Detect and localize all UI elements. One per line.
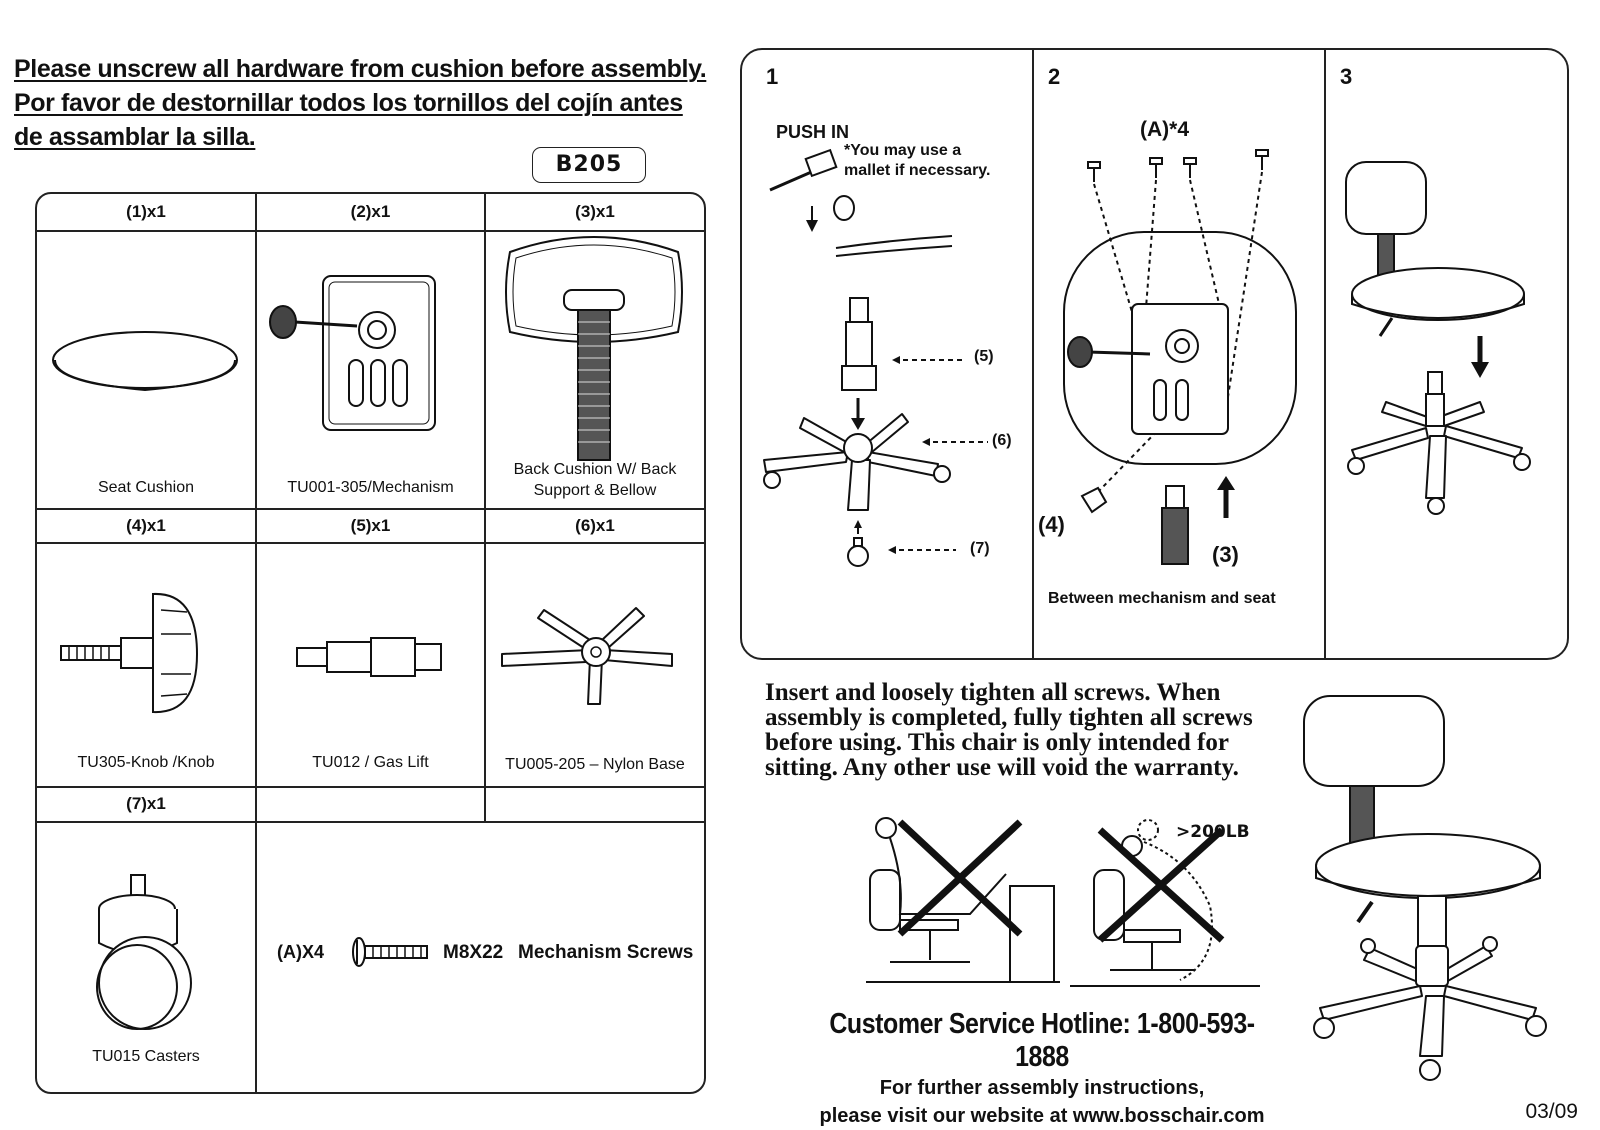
assembled-chair-illustration bbox=[1303, 695, 1547, 1081]
assembly-steps-panel: 1 PUSH IN *You may use a mallet if neces… bbox=[740, 48, 1569, 660]
nylon-base-drawing bbox=[501, 607, 673, 705]
part-qty-5: (5)x1 bbox=[350, 516, 391, 535]
mallet-note-1: *You may use a bbox=[844, 142, 962, 159]
part-label-2: TU001-305/Mechanism bbox=[287, 479, 454, 496]
step-2-drawing bbox=[1063, 149, 1297, 565]
part-label-1: Seat Cushion bbox=[97, 479, 195, 496]
part-qty-4: (4)x1 bbox=[126, 516, 166, 535]
screw-icon bbox=[352, 937, 428, 967]
weight-limit-icon bbox=[1070, 819, 1260, 987]
gas-lift-drawing bbox=[296, 637, 442, 677]
step-2-number: 2 bbox=[1048, 64, 1061, 89]
part-label-6: TU005-205 – Nylon Base bbox=[505, 756, 685, 773]
screw-size: M8X22 bbox=[443, 942, 504, 963]
customer-service-block: Customer Service Hotline: 1-800-593-1888… bbox=[782, 1008, 1302, 1130]
step-1-drawing bbox=[763, 148, 988, 567]
step-3-number: 3 bbox=[1340, 64, 1353, 89]
warning-line-2: Por favor de destornillar todos los torn… bbox=[14, 89, 683, 117]
part-qty-2: (2)x1 bbox=[350, 202, 391, 221]
part-label-3: Back Cushion W/ Back Support & Bellow bbox=[513, 461, 677, 499]
part-qty-7: (7)x1 bbox=[126, 794, 166, 813]
step-3-drawing bbox=[1345, 161, 1531, 515]
no-leaning-back-icon bbox=[866, 817, 1060, 983]
weight-limit-label: >200LB bbox=[1176, 822, 1250, 842]
step-1-number: 1 bbox=[766, 64, 779, 89]
screw-qty: (A)X4 bbox=[277, 942, 325, 962]
warning-line-1: Please unscrew all hardware from cushion… bbox=[14, 55, 707, 83]
mallet-note-2: mallet if necessary. bbox=[844, 162, 991, 179]
part-qty-3: (3)x1 bbox=[575, 202, 615, 221]
callout-6: (6) bbox=[992, 432, 1012, 449]
part-qty-6: (6)x1 bbox=[575, 516, 615, 535]
part-qty-1: (1)x1 bbox=[126, 202, 166, 221]
part-label-4: TU305-Knob /Knob bbox=[77, 754, 215, 771]
revision-date: 03/09 bbox=[1525, 1100, 1578, 1123]
caster-drawing bbox=[96, 874, 192, 1030]
model-badge: B205 bbox=[532, 147, 646, 183]
part-label-7: TU015 Casters bbox=[92, 1048, 200, 1065]
parts-table: (1)x1 (2)x1 (3)x1 Seat Cushion TU001-30 bbox=[35, 192, 706, 1094]
hotline-line-2: For further assembly instructions, bbox=[879, 1077, 1205, 1099]
misuse-warnings bbox=[866, 817, 1260, 987]
callout-4: (4) bbox=[1038, 512, 1065, 537]
callout-3: (3) bbox=[1212, 542, 1239, 567]
seat-cushion-drawing bbox=[52, 331, 238, 392]
tightening-notice: Insert and loosely tighten all screws. W… bbox=[765, 679, 1253, 781]
website-line: please visit our website at www.bosschai… bbox=[819, 1105, 1265, 1127]
warning-line-3: de assamblar la silla. bbox=[14, 123, 256, 151]
callout-7: (7) bbox=[970, 540, 990, 557]
step-2-note: Between mechanism and seat bbox=[1048, 590, 1276, 607]
back-cushion-drawing bbox=[505, 236, 683, 461]
screw-name: Mechanism Screws bbox=[518, 942, 694, 963]
mechanism-drawing bbox=[269, 275, 436, 431]
assembly-warning: Please unscrew all hardware from cushion… bbox=[14, 52, 707, 154]
screws-callout: (A)*4 bbox=[1140, 118, 1190, 141]
callout-5: (5) bbox=[974, 348, 994, 365]
push-in-label: PUSH IN bbox=[776, 122, 850, 142]
hotline-number: Customer Service Hotline: 1-800-593-1888 bbox=[829, 1008, 1255, 1073]
part-label-5: TU012 / Gas Lift bbox=[312, 754, 429, 771]
knob-drawing bbox=[60, 592, 199, 714]
